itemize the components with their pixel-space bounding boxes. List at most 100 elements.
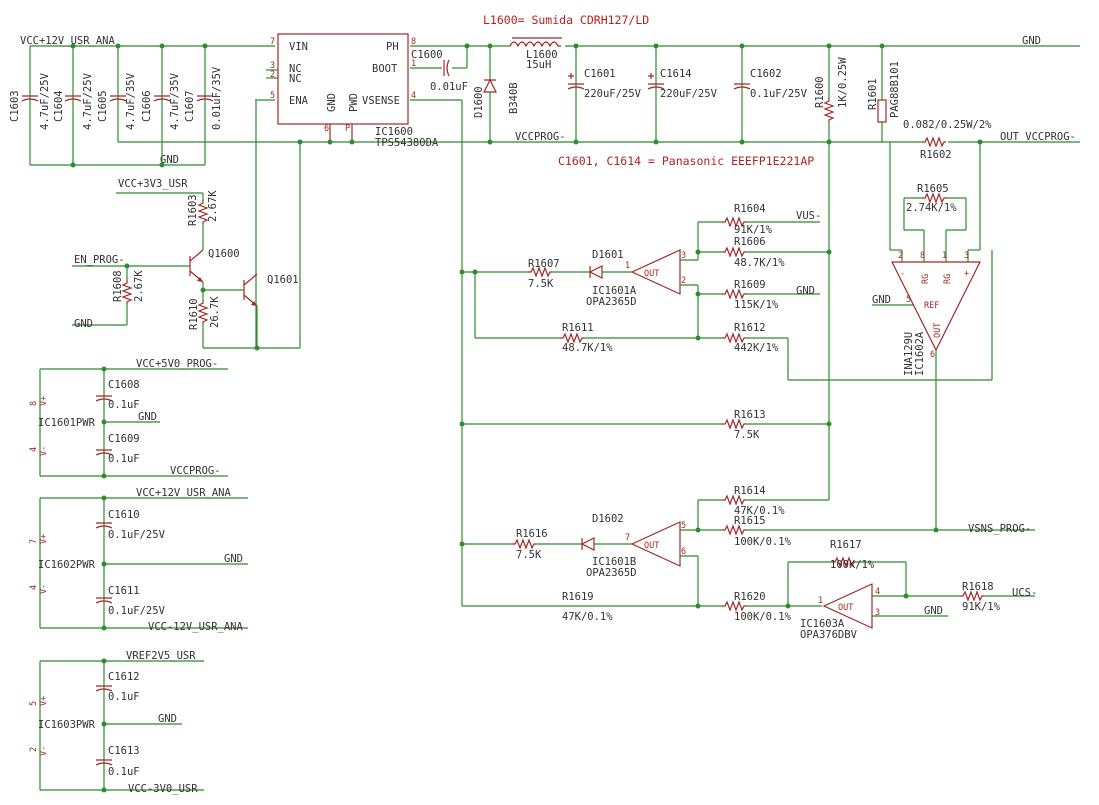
ic1603a-name: IC1603A <box>800 618 845 630</box>
net-gnd-ic1603: GND <box>924 605 943 617</box>
r1604-label: R1604 <box>734 203 766 215</box>
c1610-label: C1610 <box>108 509 140 521</box>
r1611-label: R1611 <box>562 322 594 334</box>
r1619-value: 47K/0.1% <box>562 611 613 623</box>
net-gnd-left: GND <box>160 154 179 166</box>
r1616-value: 7.5K <box>516 549 542 561</box>
pwr-block-2 <box>39 495 248 631</box>
c1608-label: C1608 <box>108 379 140 391</box>
c1603-label: C1603 <box>9 90 21 122</box>
r1602-value: 0.082/0.25W/2% <box>903 119 992 131</box>
r1606-value: 48.7K/1% <box>734 257 785 269</box>
ic1600-pin-nc2: NC <box>289 73 302 85</box>
ina-rg1: RG <box>921 274 931 284</box>
ic1603pwr-label: IC1603PWR <box>38 719 96 731</box>
pwr2-bot-net: VCC-12V_USR_ANA <box>148 621 244 633</box>
c1612-label: C1612 <box>108 671 140 683</box>
c1612-value: 0.1uF <box>108 691 140 703</box>
ic1600-pinnum-5: 5 <box>270 91 275 101</box>
ic1600-pin-usense: VSENSE <box>362 95 400 107</box>
q1600-label: Q1600 <box>208 248 240 260</box>
en-network <box>72 139 303 351</box>
net-vcc12-top: VCC+12V_USR_ANA <box>20 35 116 47</box>
ina-pin-1: 1 <box>942 251 947 261</box>
ic1601a-pin-out: 1 <box>625 261 630 271</box>
ina-rg2: RG <box>943 274 953 284</box>
r1618-label: R1618 <box>962 581 994 593</box>
c1603-value: 4.7uF/25V <box>39 72 51 130</box>
r1607-label: R1607 <box>528 258 560 270</box>
ic1601b-pin-out: 7 <box>625 533 630 543</box>
pwr1-bot-net: VCCPROG- <box>170 465 221 477</box>
pwr3-vminus: V- <box>39 746 49 756</box>
c1614-value: 220uF/25V <box>660 88 718 100</box>
r1603-label: R1603 <box>187 194 199 226</box>
ic1601b-pin-5: 5 <box>681 521 686 531</box>
ic1600-pinnum-6: 6 <box>324 124 329 134</box>
r1613-label: R1613 <box>734 409 766 421</box>
pwr3-top-net: VREF2V5_USR <box>126 650 196 662</box>
r1620-value: 100K/0.1% <box>734 611 792 623</box>
r1600-value: 1K/0.25W <box>837 57 849 108</box>
ic1601a-part: OPA2365D <box>586 296 637 308</box>
c1605-label: C1605 <box>97 90 109 122</box>
ic1601pwr-label: IC1601PWR <box>38 417 96 429</box>
net-vccprog-mid: VCCPROG- <box>515 131 566 143</box>
inductor-note: L1600= Sumida CDRH127/LD <box>483 13 649 27</box>
ina-plus: + <box>964 269 969 279</box>
pwr1-top-net: VCC+5V0_PROG- <box>136 358 218 370</box>
r1613 <box>459 419 832 429</box>
r1614-label: R1614 <box>734 485 766 497</box>
net-vsns-prog: VSNS_PROG- <box>968 523 1031 535</box>
pwr3-vplus: V+ <box>39 696 49 706</box>
ic1601b-pin-6: 6 <box>681 547 686 557</box>
r1602-label: R1602 <box>920 149 952 161</box>
l1600-label: L1600 <box>526 49 558 61</box>
ic1603a-part: OPA376DBV <box>800 629 858 641</box>
r1602 <box>889 137 1080 250</box>
ic1601a-section <box>459 217 993 381</box>
l1600-value: 15uH <box>526 59 551 71</box>
ic1600-part: TPS54380DA <box>375 137 439 149</box>
ina-part: INA129U <box>903 332 915 376</box>
r1603-value: 2.67K <box>207 190 219 222</box>
ina-name: IC1602A <box>914 331 926 376</box>
ic1600-pin-boot: BOOT <box>372 63 398 75</box>
cap-note: C1601, C1614 = Panasonic EEEFP1E221AP <box>558 154 814 168</box>
net-out-vccprog: OUT_VCCPROG- <box>1000 131 1076 143</box>
r1618-value: 91K/1% <box>962 601 1001 613</box>
pwr1-gnd-net: GND <box>138 411 157 423</box>
r1615-label: R1615 <box>734 515 766 527</box>
pwr2-pin-b: 4 <box>29 585 39 590</box>
net-vcc3v3: VCC+3V3_USR <box>118 178 188 190</box>
c1606-value: 4.7uF/35V <box>169 72 181 130</box>
r1607-value: 7.5K <box>528 278 554 290</box>
c1608-value: 0.1uF <box>108 399 140 411</box>
ic1601b-section <box>459 495 1035 611</box>
pwr2-vminus: V- <box>39 584 49 594</box>
r1606-label: R1606 <box>734 236 766 248</box>
ic1600-pin-ph: PH <box>386 41 399 53</box>
ic1600-pin-gnd: GND <box>326 93 338 112</box>
pwr1-vplus: V+ <box>39 396 49 406</box>
r1601-label: R1601 <box>867 78 879 110</box>
pwr3-gnd-net: GND <box>158 713 177 725</box>
net-gnd-en: GND <box>74 318 93 330</box>
d1601-label: D1601 <box>592 249 624 261</box>
c1607-label: C1607 <box>184 90 196 122</box>
r1601-value: PAG88B101 <box>889 61 901 118</box>
l1600 <box>487 37 562 49</box>
output-caps <box>567 43 751 145</box>
c1609-label: C1609 <box>108 433 140 445</box>
ic1603a-pin-1: 1 <box>818 596 823 606</box>
r1600-label: R1600 <box>814 76 826 108</box>
pwr-block-3 <box>39 658 204 793</box>
ic1600-pinnum-2: 2 <box>270 70 275 80</box>
c1605-value: 4.7uF/35V <box>125 72 137 130</box>
c1604-value: 4.7uF/25V <box>82 72 94 130</box>
net-gnd-top: GND <box>1022 35 1041 47</box>
net-en-prog: EN_PROG- <box>74 254 125 266</box>
ic1600-pin-nc1: NC <box>289 63 302 75</box>
ic1600-pin-pwd: PWD <box>348 93 360 112</box>
